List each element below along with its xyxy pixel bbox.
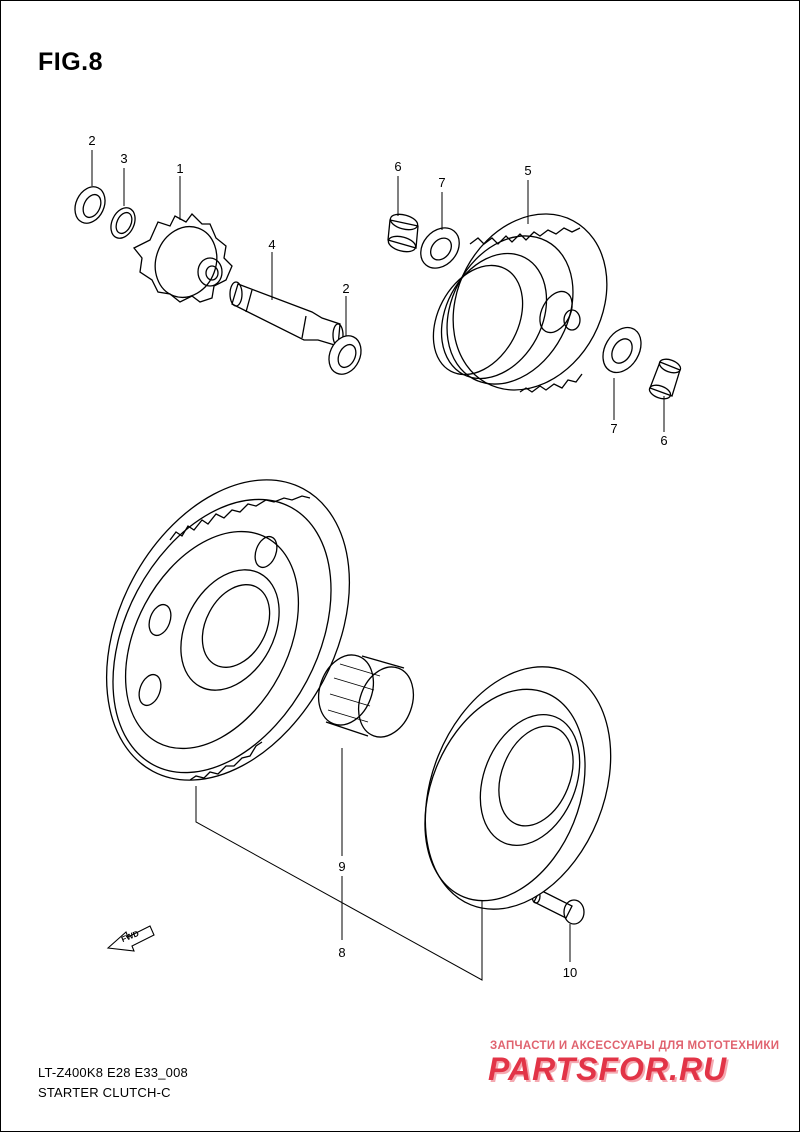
callout-9: 9 [338,859,346,874]
callout-2b: 2 [342,281,350,296]
callout-leaders [91,150,665,981]
figure-title: FIG.8 [38,48,104,76]
model-code: LT-Z400K8 E28 E33_008 [38,1065,188,1080]
callout-1: 1 [176,161,184,176]
callout-3: 3 [120,151,128,166]
part-2-washer [74,186,106,224]
callout-6: 6 [394,159,402,174]
part-1-gear [132,213,233,303]
part-4-shaft [229,281,344,347]
part-7-washer-b [602,326,642,374]
part-9-needle-bearing [317,654,415,738]
fwd-arrow-icon [106,925,155,952]
section-name: STARTER CLUTCH-C [38,1085,171,1100]
part-6-bushing-b [648,358,682,400]
watermark-tagline: ЗАПЧАСТИ И АКСЕССУАРЫ ДЛЯ МОТОТЕХНИКИ [490,1040,780,1052]
watermark-logo: PARTSFOR.RU [488,1051,728,1087]
callout-2: 2 [88,133,96,148]
callout-4: 4 [268,237,276,252]
part-8-starter-driven-gear [105,479,351,781]
part-8-clutch-housing [424,666,612,910]
part-2-washer-b [328,335,362,375]
part-7-washer [420,227,460,269]
part-5-idle-gear [432,213,608,393]
callout-7: 7 [438,175,446,190]
callout-6b: 6 [660,433,668,448]
part-6-bushing [387,213,419,253]
callout-8: 8 [338,945,346,960]
callout-7b: 7 [610,421,618,436]
callout-10: 10 [562,965,578,980]
part-3-circlip [110,207,136,239]
callout-5: 5 [524,163,532,178]
